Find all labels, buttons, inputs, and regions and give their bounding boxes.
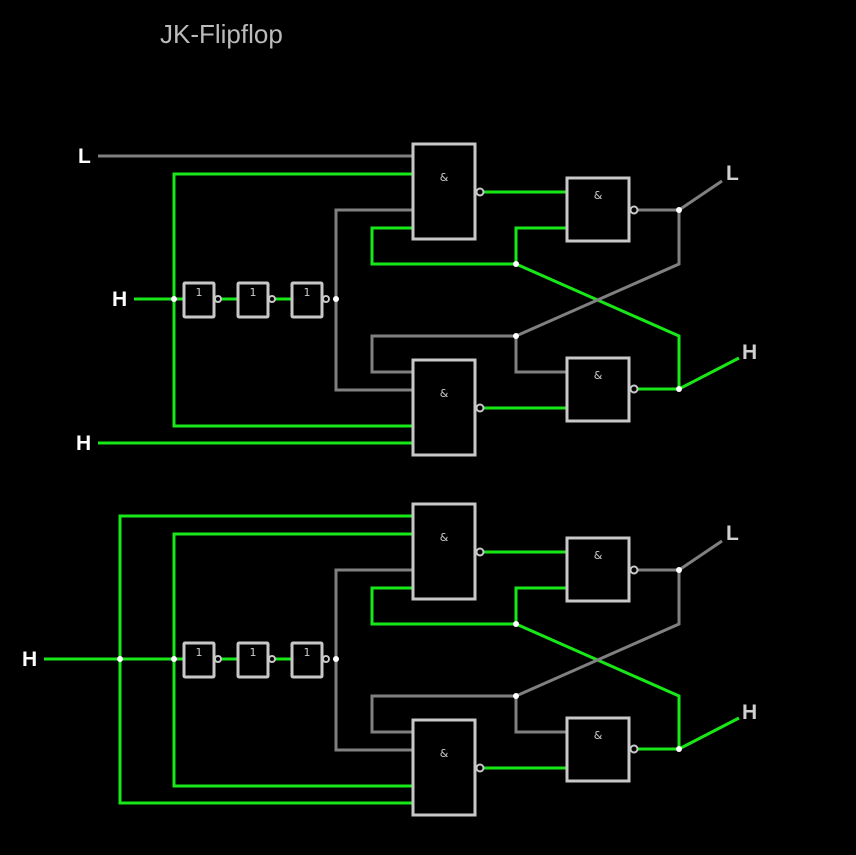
circuit-bottom: 1 1 1 & & & & (22, 502, 757, 817)
output-q-state: L (726, 522, 739, 545)
diagram-title: JK-Flipflop (160, 19, 283, 49)
nand-gate-latch-q[interactable]: & (565, 536, 639, 603)
not-gate[interactable]: 1 (236, 641, 276, 679)
junctions-top (171, 207, 682, 392)
wire-pulse (334, 568, 413, 752)
not-gate[interactable]: 1 (290, 641, 330, 679)
not-gate-symbol: 1 (304, 646, 311, 659)
junction-dot (676, 746, 682, 752)
wire-cross-qnot (515, 622, 681, 749)
output-q-state: L (726, 162, 739, 185)
nand-gate-j[interactable]: & (411, 502, 485, 601)
wire-feedback-qnot-upper (370, 586, 567, 626)
junction-dot (513, 261, 519, 267)
nand-gate-latch-qnot[interactable]: & (565, 716, 639, 783)
nand-gate-j[interactable]: & (411, 142, 485, 241)
not-gate-symbol: 1 (196, 646, 203, 659)
wire-cross-q (515, 210, 681, 338)
junction-dot (513, 333, 519, 339)
circuit-top: 1 1 1 & & & (76, 142, 757, 457)
junction-dot (117, 656, 123, 662)
input-jk-clock-state[interactable]: H (22, 648, 37, 671)
junction-dot (513, 621, 519, 627)
wire-qnot-out (638, 716, 740, 751)
junction-dot (171, 656, 177, 662)
junction-dot (676, 386, 682, 392)
not-gate-symbol: 1 (250, 286, 257, 299)
wires-bottom (44, 514, 740, 805)
and-gate-symbol: & (594, 549, 603, 562)
output-qnot-state: H (742, 701, 757, 724)
wire-pulse (334, 208, 413, 392)
wire-q-out (638, 179, 723, 212)
nand-gate-k[interactable]: & (411, 358, 485, 457)
and-gate-symbol: & (594, 729, 603, 742)
wire-feedback-q-lower (370, 694, 567, 734)
not-gate[interactable]: 1 (182, 641, 222, 679)
junctions-bottom (117, 567, 682, 752)
wires-top (98, 154, 740, 445)
wire-qnot-out (638, 356, 740, 391)
input-k-state[interactable]: H (76, 432, 91, 455)
wire-feedback-qnot-upper (370, 226, 567, 266)
not-gate[interactable]: 1 (182, 281, 222, 319)
and-gate-symbol: & (440, 531, 449, 544)
and-gate-symbol: & (594, 189, 603, 202)
nand-gate-latch-q[interactable]: & (565, 176, 639, 243)
nand-gate-k[interactable]: & (411, 718, 485, 817)
output-qnot-state: H (742, 341, 757, 364)
input-clock-state[interactable]: H (112, 288, 127, 311)
not-gate-symbol: 1 (250, 646, 257, 659)
wire-q-out (638, 539, 723, 572)
junction-dot (333, 656, 339, 662)
wire-cross-q (515, 570, 681, 698)
junction-dot (171, 296, 177, 302)
junction-dot (676, 567, 682, 573)
not-gate-symbol: 1 (196, 286, 203, 299)
and-gate-symbol: & (440, 171, 449, 184)
nand-gate-latch-qnot[interactable]: & (565, 356, 639, 423)
wire-feedback-q-lower (370, 334, 567, 374)
and-gate-symbol: & (594, 369, 603, 382)
and-gate-symbol: & (440, 387, 449, 400)
and-gate-symbol: & (440, 747, 449, 760)
not-gate[interactable]: 1 (236, 281, 276, 319)
not-gate[interactable]: 1 (290, 281, 330, 319)
junction-dot (676, 207, 682, 213)
not-gate-symbol: 1 (304, 286, 311, 299)
wire-cross-qnot (515, 262, 681, 389)
junction-dot (333, 296, 339, 302)
junction-dot (513, 693, 519, 699)
input-j-state[interactable]: L (78, 145, 91, 168)
